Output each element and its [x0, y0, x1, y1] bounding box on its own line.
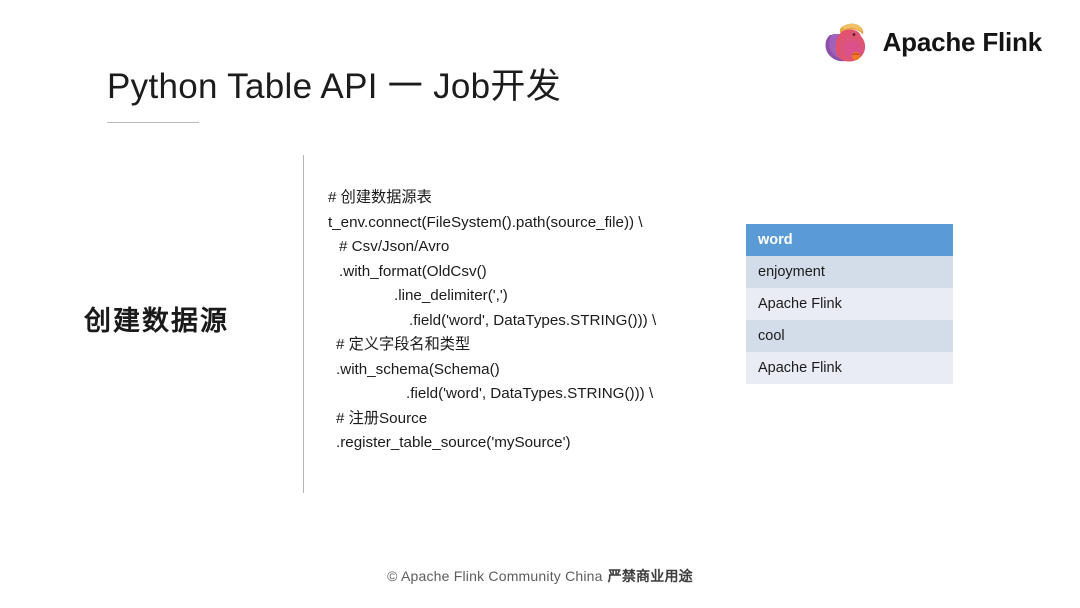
- code-snippet: # 创建数据源表 t_env.connect(FileSystem().path(…: [328, 186, 656, 456]
- table-cell-word: Apache Flink: [746, 288, 953, 320]
- table-column-header-word: word: [746, 224, 953, 256]
- table-row: cool: [746, 320, 953, 352]
- code-line: .register_table_source('mySource'): [336, 434, 571, 451]
- table-row: enjoyment: [746, 256, 953, 288]
- code-line: # 定义字段名和类型: [336, 336, 471, 353]
- code-line: .with_format(OldCsv(): [339, 262, 487, 280]
- code-line: t_env.connect(FileSystem().path(source_f…: [328, 213, 643, 231]
- code-line: .line_delimiter(','): [394, 287, 508, 304]
- table-row: Apache Flink: [746, 288, 953, 320]
- page-title: Python Table API 一 Job开发: [107, 67, 562, 106]
- brand-header: Apache Flink: [821, 18, 1042, 66]
- code-line: .with_schema(Schema(): [336, 360, 500, 378]
- flink-squirrel-logo: [825, 23, 865, 62]
- code-line: # Csv/Json/Avro: [339, 238, 450, 255]
- table-cell-word: cool: [746, 320, 953, 352]
- code-line: .field('word', DataTypes.STRING())) \: [406, 385, 654, 402]
- section-label: 创建数据源: [84, 306, 229, 336]
- code-line: # 注册Source: [336, 409, 428, 427]
- brand-name: Apache Flink: [882, 26, 1043, 57]
- code-line: # 创建数据源表: [328, 189, 432, 206]
- footer-notice: 严禁商业用途: [607, 568, 693, 584]
- table-cell-word: enjoyment: [746, 256, 953, 288]
- code-line: .field('word', DataTypes.STRING())) \: [409, 311, 657, 329]
- table-row: Apache Flink: [746, 352, 953, 384]
- table-header-row: word: [746, 224, 953, 256]
- footer-copyright: © Apache Flink Community China: [387, 568, 603, 584]
- title-underline-rule: [107, 122, 199, 123]
- vertical-divider: [303, 155, 304, 493]
- table-cell-word: Apache Flink: [746, 352, 953, 384]
